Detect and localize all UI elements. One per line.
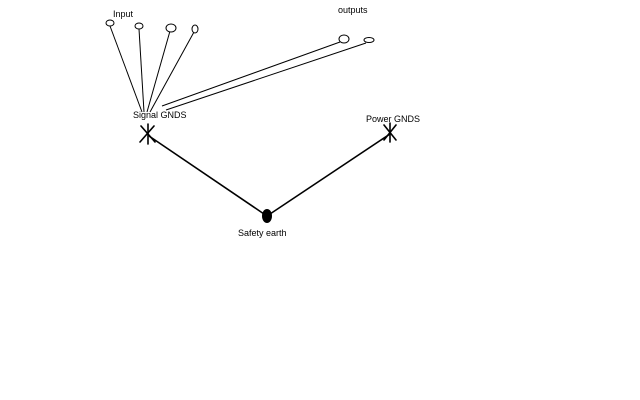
input-terminals xyxy=(105,19,199,34)
signal-to-earth-wire xyxy=(148,135,265,215)
output-lead-1 xyxy=(161,41,341,107)
outputs-label: outputs xyxy=(338,5,368,15)
input-lead-3 xyxy=(146,30,171,113)
input-terminal-1 xyxy=(105,19,115,27)
output-terminal-2 xyxy=(363,37,375,43)
input-leads xyxy=(109,25,195,113)
output-terminal-1 xyxy=(338,34,350,44)
safety-earth-node-icon xyxy=(262,209,272,223)
power-to-earth-wire xyxy=(269,133,391,215)
input-terminal-3 xyxy=(165,23,177,33)
output-terminals xyxy=(338,34,375,44)
input-label: Input xyxy=(113,9,134,19)
output-leads xyxy=(161,41,367,111)
input-terminal-2 xyxy=(134,22,144,30)
input-lead-2 xyxy=(138,28,145,113)
signal-gnds-label: Signal GNDS xyxy=(133,110,187,120)
output-lead-2 xyxy=(165,42,367,111)
power-ground-star-icon xyxy=(383,122,397,143)
input-terminal-4 xyxy=(191,24,199,34)
power-gnds-label: Power GNDS xyxy=(366,114,420,124)
input-lead-1 xyxy=(109,25,143,113)
input-lead-4 xyxy=(149,31,195,113)
earth-wires xyxy=(148,133,391,215)
safety-earth-label: Safety earth xyxy=(238,228,287,238)
signal-ground-star-icon xyxy=(139,123,156,145)
